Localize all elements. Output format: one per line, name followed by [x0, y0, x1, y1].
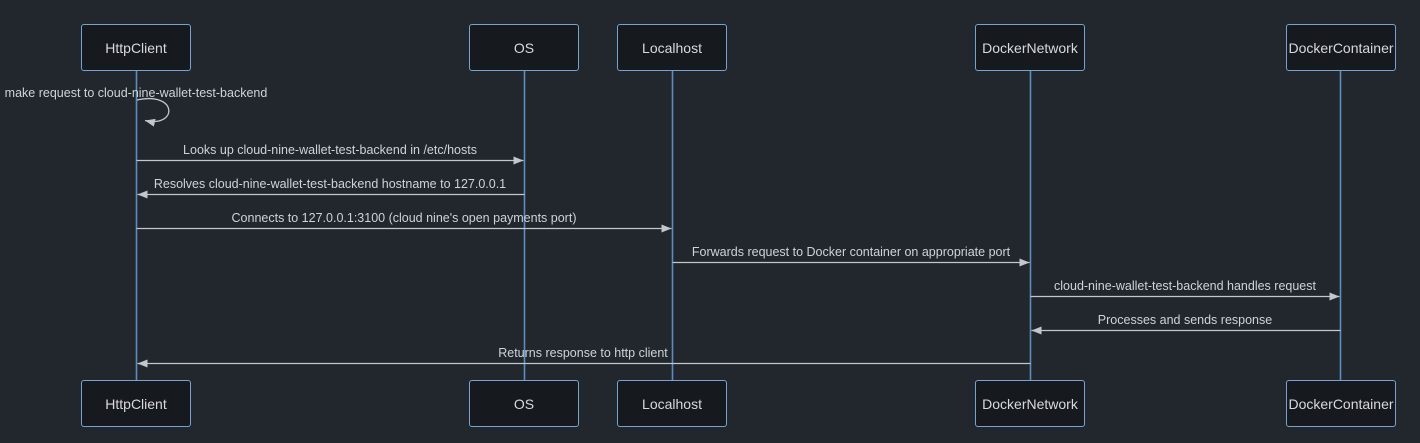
- actor-bottom-localhost: Localhost: [617, 380, 727, 427]
- actor-label: DockerContainer: [1288, 39, 1394, 56]
- message-label-3: Connects to 127.0.0.1:3100 (cloud nine's…: [231, 211, 577, 225]
- message-arrow-self-loop: [136, 97, 170, 127]
- actor-top-localhost: Localhost: [617, 24, 727, 71]
- actor-label: HttpClient: [105, 39, 167, 56]
- actor-label: OS: [513, 395, 535, 412]
- message-label-4: Forwards request to Docker container on …: [691, 245, 1011, 259]
- actor-label: OS: [513, 39, 535, 56]
- actor-top-dockercontainer: DockerContainer: [1286, 24, 1396, 71]
- actor-label: Localhost: [642, 395, 702, 412]
- actor-label: DockerContainer: [1288, 395, 1394, 412]
- actor-top-os: OS: [469, 24, 579, 71]
- message-label-6: Processes and sends response: [1097, 313, 1273, 327]
- actor-bottom-dockernetwork: DockerNetwork: [975, 380, 1085, 427]
- message-label-2: Resolves cloud-nine-wallet-test-backend …: [153, 177, 507, 191]
- actor-label: Localhost: [642, 39, 702, 56]
- message-label-5: cloud-nine-wallet-test-backend handles r…: [1054, 279, 1316, 293]
- actor-bottom-httpclient: HttpClient: [81, 380, 191, 427]
- actor-label: HttpClient: [105, 395, 167, 412]
- actor-bottom-dockercontainer: DockerContainer: [1286, 380, 1396, 427]
- actor-label: DockerNetwork: [982, 39, 1078, 56]
- actor-top-dockernetwork: DockerNetwork: [975, 24, 1085, 71]
- actor-label: DockerNetwork: [982, 395, 1078, 412]
- actor-top-httpclient: HttpClient: [81, 24, 191, 71]
- message-label-1: Looks up cloud-nine-wallet-test-backend …: [183, 143, 477, 157]
- message-label-7: Returns response to http client: [498, 346, 668, 360]
- message-label-0: make request to cloud-nine-wallet-test-b…: [4, 86, 268, 100]
- actor-bottom-os: OS: [469, 380, 579, 427]
